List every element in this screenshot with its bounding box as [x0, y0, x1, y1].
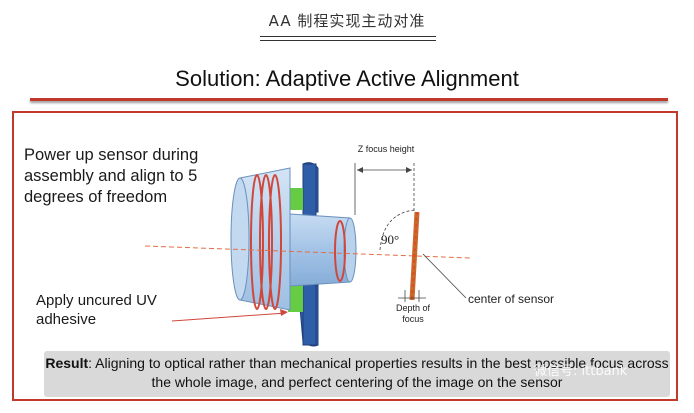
uv-adhesive — [290, 188, 303, 210]
angle-label: 90° — [381, 232, 400, 247]
lens-barrel-face — [230, 177, 250, 301]
lens-tube — [289, 213, 351, 287]
center-of-sensor-label: center of sensor — [468, 292, 555, 306]
result-lead: Result — [45, 355, 89, 371]
uv-adhesive — [288, 282, 303, 312]
lens-ring — [268, 174, 282, 310]
header-underline — [260, 36, 436, 37]
header-title: AA 制程实现主动对准 — [268, 12, 426, 30]
lens-ring — [334, 220, 346, 282]
result-box: Result: Aligning to optical rather than … — [44, 351, 670, 397]
header-underline — [260, 40, 436, 41]
instruction-adhesive: Apply uncured UV adhesive — [36, 292, 157, 328]
title-bar — [30, 98, 668, 101]
sensor-leader-line — [422, 253, 467, 299]
sensor — [411, 211, 418, 301]
z-focus-label: Z focus height — [357, 144, 415, 154]
angle-arc — [379, 209, 415, 251]
watermark: 微信号: ittbank — [534, 364, 628, 379]
optical-axis — [144, 245, 471, 259]
instruction-align: Power up sensor during assembly and alig… — [24, 146, 199, 206]
result-text: : Aligning to optical rather than mechan… — [88, 355, 669, 390]
depth-of-focus-label: Depth of focus — [395, 303, 431, 324]
lens-ring — [259, 174, 273, 310]
adhesive-arrow — [171, 312, 287, 322]
slide-title: Solution: Adaptive Active Alignment — [175, 66, 519, 91]
lens-ring — [250, 174, 264, 310]
